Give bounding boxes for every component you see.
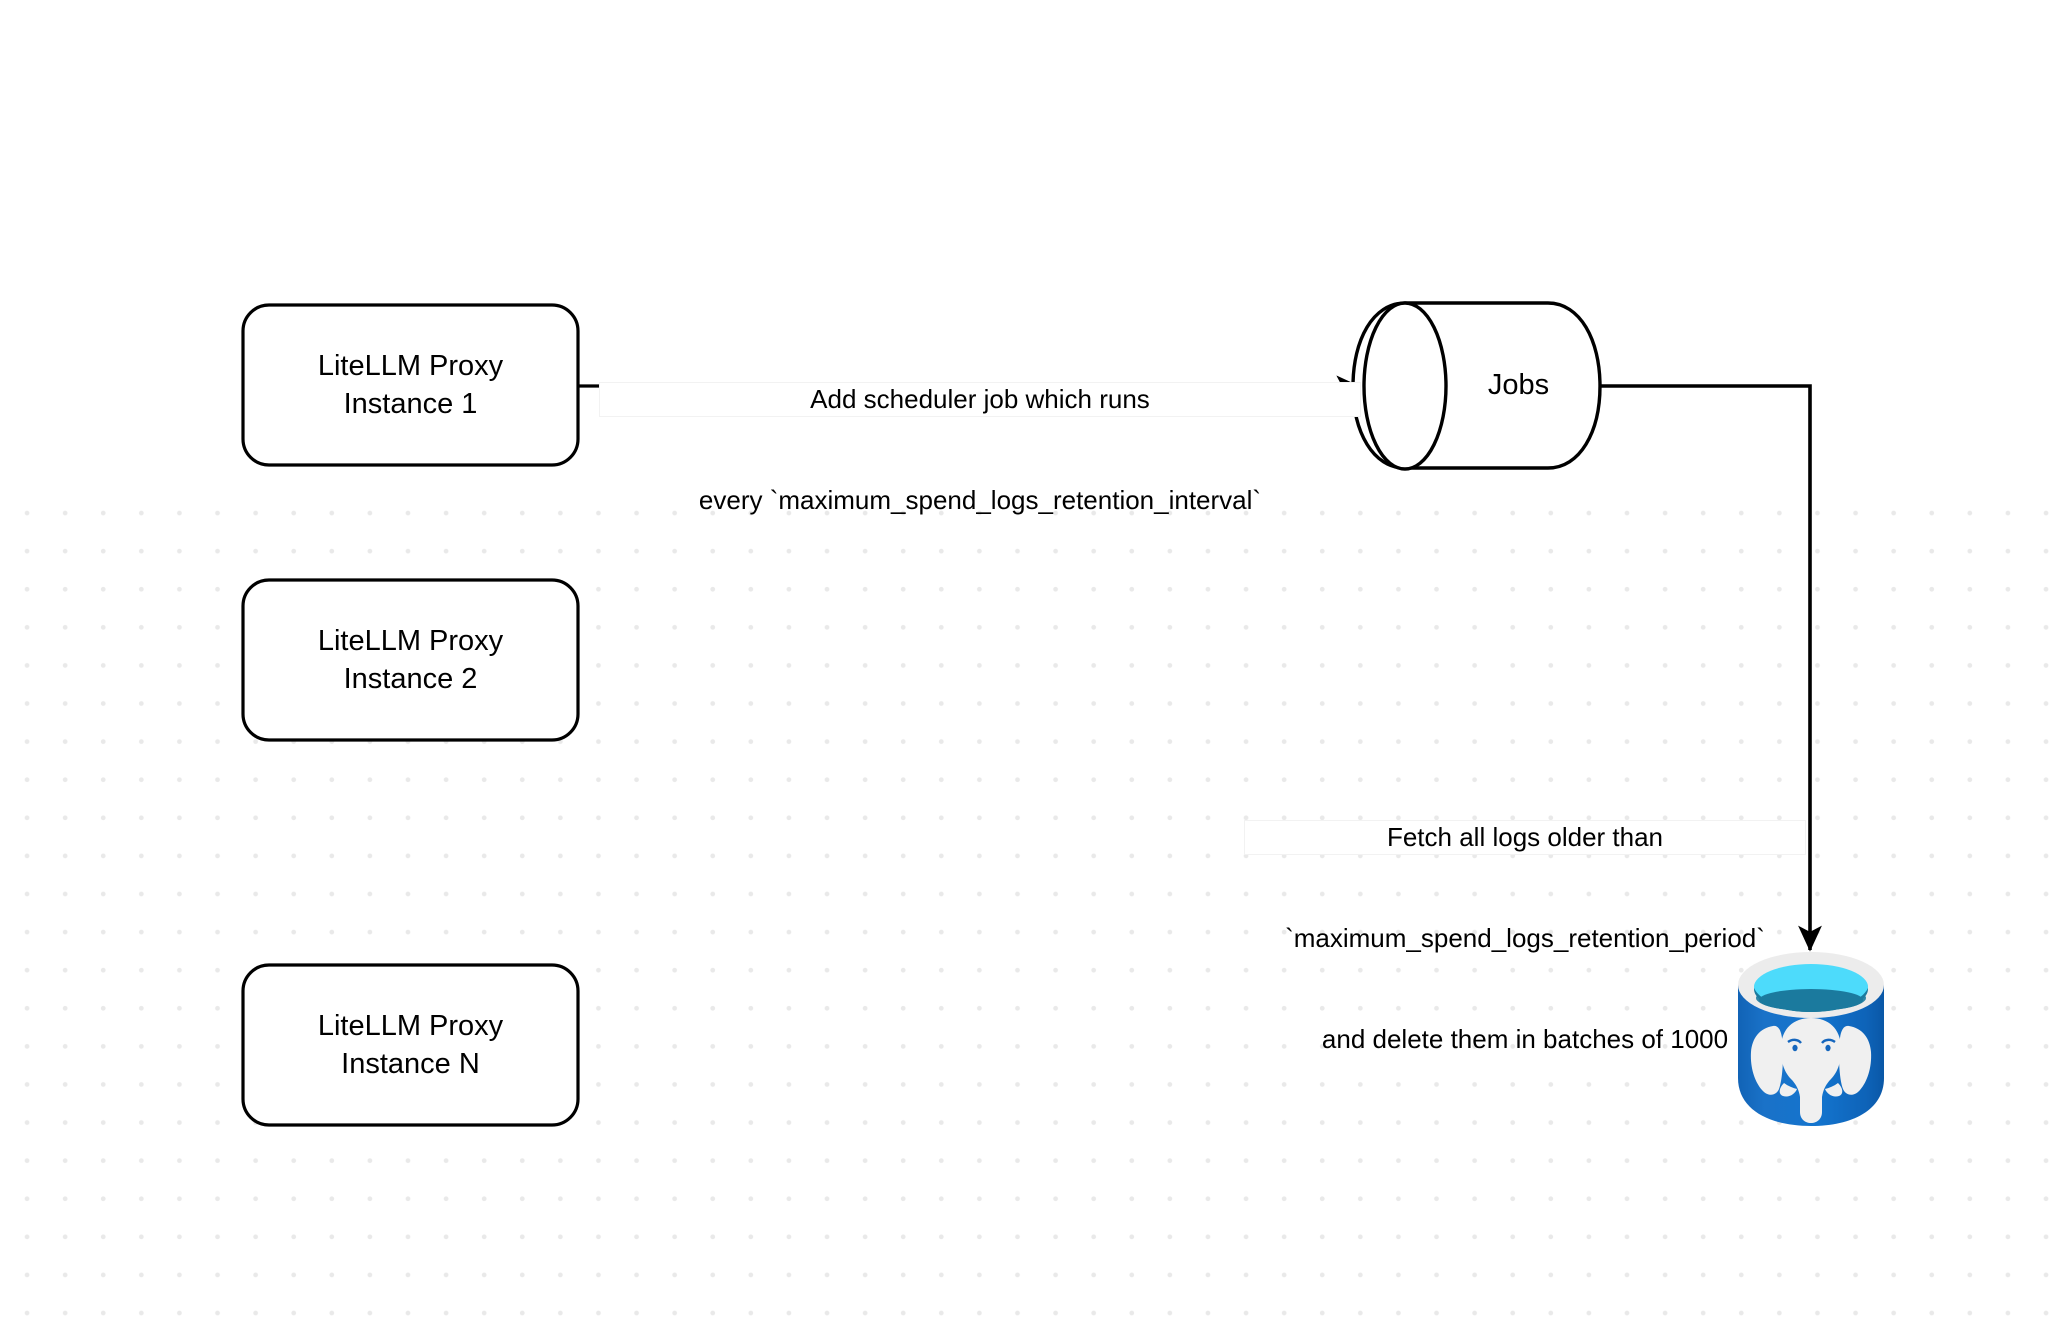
edge-log-cleanup (1600, 384, 1822, 952)
cleanup-label-line-2: `maximum_spend_logs_retention_period` (1285, 922, 1765, 953)
cleanup-label-line-3: and delete them in batches of 1000 (1321, 1024, 1729, 1055)
postgres-database-icon[interactable] (1738, 952, 1884, 1126)
edge-label-log-cleanup: Fetch all logs older than `maximum_spend… (1245, 753, 1805, 1125)
node-jobs-cylinder[interactable] (1351, 301, 1602, 471)
postgres-elephant-logo (1750, 1018, 1872, 1123)
node-proxy-instance-n[interactable] (241, 963, 580, 1127)
node-proxy-instance-2[interactable] (241, 578, 580, 742)
scheduler-label-line-2: every `maximum_spend_logs_retention_inte… (698, 484, 1262, 515)
cleanup-label-line-1: Fetch all logs older than (1245, 820, 1805, 855)
node-proxy-instance-1[interactable] (241, 303, 580, 467)
scheduler-label-line-1: Add scheduler job which runs (600, 382, 1360, 417)
edge-label-scheduler-job: Add scheduler job which runs every `maxi… (600, 315, 1360, 585)
